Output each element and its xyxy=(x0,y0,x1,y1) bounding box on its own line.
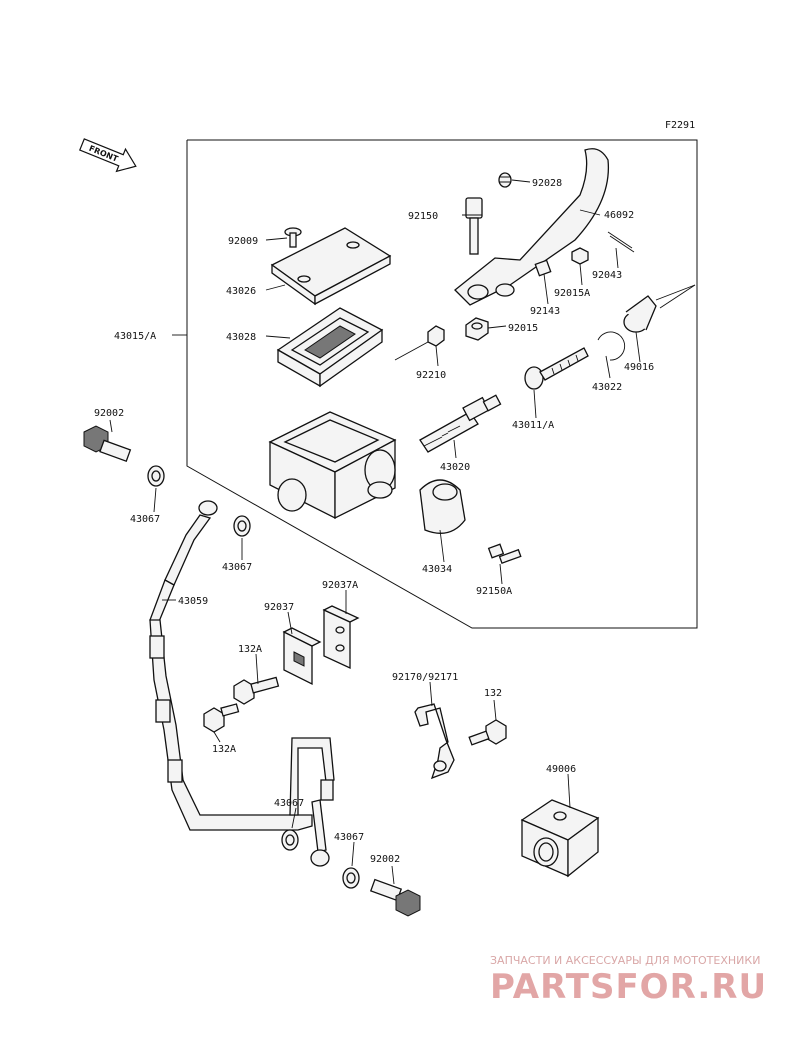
bolt-132A-lower xyxy=(203,703,240,733)
label-92037: 92037 xyxy=(264,602,294,613)
clamp-holder xyxy=(419,479,466,534)
watermark-logo: PARTSFOR.RU xyxy=(490,967,767,1007)
label-92015A: 92015A xyxy=(554,288,590,299)
holder-49006 xyxy=(520,799,600,878)
washer-upper-1 xyxy=(147,465,165,487)
label-43028: 43028 xyxy=(226,332,256,343)
watermark-tagline: ЗАПЧАСТИ И АКСЕССУАРЫ ДЛЯ МОТОТЕХНИКИ xyxy=(490,954,760,967)
label-92043: 92043 xyxy=(592,270,622,281)
reservoir-cap xyxy=(270,227,392,306)
label-92009: 92009 xyxy=(228,236,258,247)
piston-assembly xyxy=(419,394,502,453)
part-92210 xyxy=(394,325,445,361)
holder-bolt xyxy=(487,543,522,565)
label-92143: 92143 xyxy=(530,306,560,317)
brake-lever xyxy=(454,148,610,306)
label-43067-lower-2: 43067 xyxy=(334,832,364,843)
push-rod xyxy=(524,347,589,390)
watermark: ЗАПЧАСТИ И АКСЕССУАРЫ ДЛЯ МОТОТЕХНИКИ PA… xyxy=(490,954,767,1007)
label-132A-upper: 132A xyxy=(238,644,262,655)
nut-92015 xyxy=(465,317,489,341)
label-43015A: 43015/A xyxy=(114,331,156,342)
spacer-92143 xyxy=(534,259,552,277)
label-92028: 92028 xyxy=(532,178,562,189)
front-arrow-icon: FRONT xyxy=(79,138,137,173)
label-92150: 92150 xyxy=(408,211,438,222)
label-92015: 92015 xyxy=(508,323,538,334)
label-92170-92171: 92170/92171 xyxy=(392,672,458,683)
label-43059: 43059 xyxy=(178,596,208,607)
washer-lower-1 xyxy=(281,829,299,851)
circlip xyxy=(597,331,626,361)
dust-boot xyxy=(623,284,696,333)
label-43026: 43026 xyxy=(226,286,256,297)
part-labels: 92028 92150 46092 92009 92043 43026 9201… xyxy=(94,178,654,865)
brake-hose xyxy=(149,500,335,867)
leader-lines xyxy=(109,179,641,885)
master-cylinder-body xyxy=(268,411,397,520)
banjo-bolt-lower xyxy=(369,878,421,917)
label-43067-upper-2: 43067 xyxy=(222,562,252,573)
washer-lower-2 xyxy=(342,867,360,889)
bolt-132A-upper xyxy=(233,676,280,705)
bolt-132 xyxy=(468,719,507,746)
label-49006: 49006 xyxy=(546,764,576,775)
bracket-92037A xyxy=(322,605,360,670)
label-132A-lower: 132A xyxy=(212,744,236,755)
label-92150A: 92150A xyxy=(476,586,512,597)
figure-code: F2291 xyxy=(665,120,695,131)
label-43022: 43022 xyxy=(592,382,622,393)
cap-screw xyxy=(284,227,302,248)
lever-spring xyxy=(498,172,512,188)
label-43034: 43034 xyxy=(422,564,452,575)
label-92002-upper: 92002 xyxy=(94,408,124,419)
label-46092: 46092 xyxy=(604,210,634,221)
banjo-bolt-upper xyxy=(83,425,132,463)
label-49016: 49016 xyxy=(624,362,654,373)
reservoir-diaphragm xyxy=(276,307,384,388)
pivot-bolt xyxy=(465,197,483,255)
nut-92015A xyxy=(571,247,589,265)
label-43067-upper-1: 43067 xyxy=(130,514,160,525)
assembly-frame xyxy=(172,139,698,629)
cotter-pin xyxy=(607,231,635,253)
label-43011A: 43011/A xyxy=(512,420,554,431)
label-43067-lower-1: 43067 xyxy=(274,798,304,809)
label-92002-lower: 92002 xyxy=(370,854,400,865)
bracket-92037 xyxy=(282,627,322,686)
label-43020: 43020 xyxy=(440,462,470,473)
washer-upper-2 xyxy=(233,515,251,537)
label-92210: 92210 xyxy=(416,370,446,381)
label-132: 132 xyxy=(484,688,502,699)
hose-clamp xyxy=(414,703,455,780)
label-92037A: 92037A xyxy=(322,580,358,591)
